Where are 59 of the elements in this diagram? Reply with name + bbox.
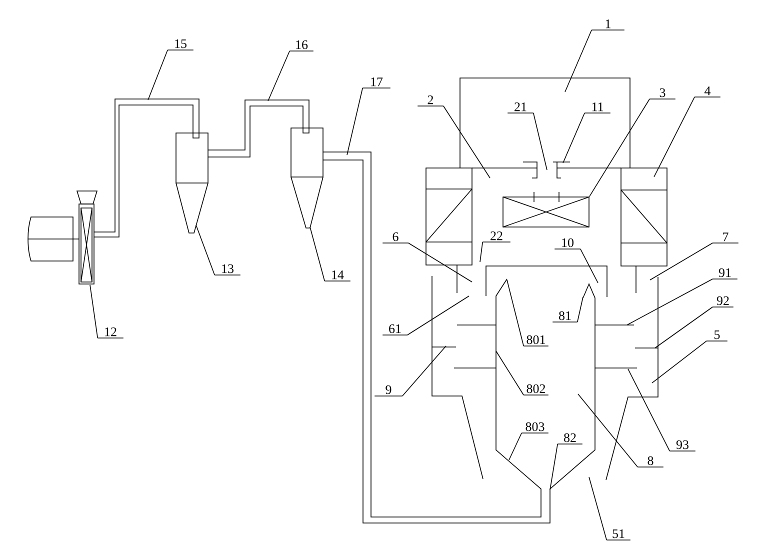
leader-line	[626, 278, 713, 326]
callout-number: 6	[382, 232, 409, 244]
callout-number: 5	[706, 330, 728, 342]
leader-line	[652, 340, 707, 384]
callout-number: 21	[507, 102, 534, 114]
leader-line	[148, 50, 168, 100]
leader-line	[407, 296, 470, 336]
leader-line	[443, 106, 490, 178]
callout-number: 12	[97, 327, 124, 338]
callout-number: 10	[554, 238, 581, 250]
callout-number: 17	[362, 78, 391, 88]
callout-number: 92	[712, 296, 734, 308]
leader-line	[589, 98, 650, 197]
leader-line	[480, 242, 483, 262]
leader-line	[654, 96, 695, 178]
heat-exchanger-drawing	[502, 192, 590, 228]
leader-line	[654, 306, 713, 348]
callout-number: 91	[712, 268, 738, 280]
callout-number: 2	[417, 95, 444, 106]
callout-number: 82	[557, 433, 583, 444]
callout-number: 9	[374, 385, 403, 396]
callout-number: 22	[482, 231, 511, 242]
leader-line	[346, 88, 363, 156]
leader-line	[628, 368, 670, 452]
leader-line	[578, 394, 638, 468]
leader-line	[408, 242, 472, 282]
leader-line	[402, 346, 446, 396]
callout-number: 13	[214, 264, 241, 276]
callout-number: 11	[584, 102, 611, 114]
callout-number: 802	[523, 384, 549, 396]
leader-line	[588, 476, 607, 540]
leader-line	[562, 112, 585, 164]
callout-number: 61	[382, 324, 408, 336]
callout-number: 4	[694, 86, 721, 98]
leader-line	[508, 432, 522, 460]
callout-number: 93	[669, 440, 696, 452]
leader-line	[310, 226, 325, 282]
callout-number: 15	[167, 39, 194, 50]
callout-number: 3	[649, 88, 676, 100]
leader-line	[506, 280, 524, 346]
callout-number: 14	[324, 270, 351, 282]
leader-line	[533, 112, 548, 170]
leader-line	[580, 248, 598, 284]
leader-line	[577, 296, 584, 322]
leader-line	[196, 224, 215, 276]
callout-number: 8	[637, 456, 664, 468]
callout-number: 803	[521, 422, 549, 434]
leader-line	[268, 50, 290, 102]
callout-number: 51	[606, 529, 631, 540]
callout-number: 7	[712, 232, 739, 244]
callout-number: 1	[591, 20, 625, 30]
leader-line	[496, 350, 524, 396]
leader-line	[650, 242, 713, 280]
callout-number: 16	[289, 40, 314, 52]
callout-number: 801	[523, 335, 549, 346]
leader-line	[90, 284, 98, 338]
leader-line	[550, 444, 558, 490]
leader-line	[564, 30, 592, 92]
callout-number: 81	[552, 311, 578, 322]
